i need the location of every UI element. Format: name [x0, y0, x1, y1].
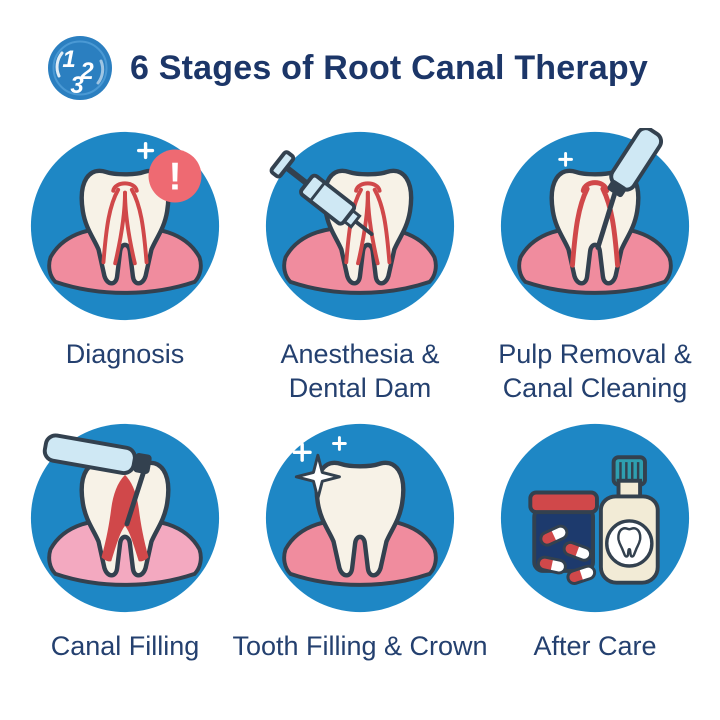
logo-123-icon: 1 2 3	[48, 36, 112, 100]
tooth-syringe-icon	[265, 131, 455, 321]
stage-label: Canal Filling	[50, 630, 200, 661]
stage-cell-diagnosis: ! Diagnosis	[8, 128, 243, 406]
mouthwash-and-pills-icon	[500, 423, 690, 612]
stage-cell-after-care: After Care	[478, 420, 713, 664]
alert-badge: !	[137, 141, 213, 203]
stage-label: Pulp Removal & Canal Cleaning	[498, 339, 692, 403]
stages-grid: ! Diagnosis	[0, 128, 720, 663]
logo-digit-1: 1	[62, 46, 75, 73]
pill-jar	[528, 490, 599, 573]
stage-cell-pulp-removal: Pulp Removal & Canal Cleaning	[478, 128, 713, 406]
tooth-filling-tool-icon	[30, 423, 220, 612]
stage-cell-anesthesia: Anesthesia & Dental Dam	[243, 128, 478, 406]
capsules	[536, 524, 597, 585]
stage-label: After Care	[533, 630, 657, 661]
mouthwash-bottle	[598, 454, 660, 585]
alert-exclamation: !	[168, 156, 181, 199]
stage-cell-canal-filling: Canal Filling	[8, 420, 243, 664]
dental-file-tool	[558, 128, 664, 251]
stage-label: Tooth Filling & Crown	[232, 630, 488, 661]
stage-label: Anesthesia & Dental Dam	[280, 339, 440, 403]
header: 1 2 3 6 Stages of Root Canal Therapy	[0, 0, 720, 102]
page-title: 6 Stages of Root Canal Therapy	[130, 48, 648, 87]
stage-label: Diagnosis	[65, 339, 185, 369]
syringe	[269, 150, 374, 236]
logo-digit-3: 3	[70, 72, 84, 99]
sparkle	[292, 435, 347, 500]
tooth-sparkle-icon	[265, 423, 455, 612]
tooth-alert-icon: !	[30, 131, 220, 321]
stage-cell-tooth-filling-crown: Tooth Filling & Crown	[232, 420, 488, 664]
filling-tool	[42, 432, 152, 526]
tooth-file-tool-icon	[500, 128, 690, 321]
logo-digit-2: 2	[79, 58, 94, 85]
